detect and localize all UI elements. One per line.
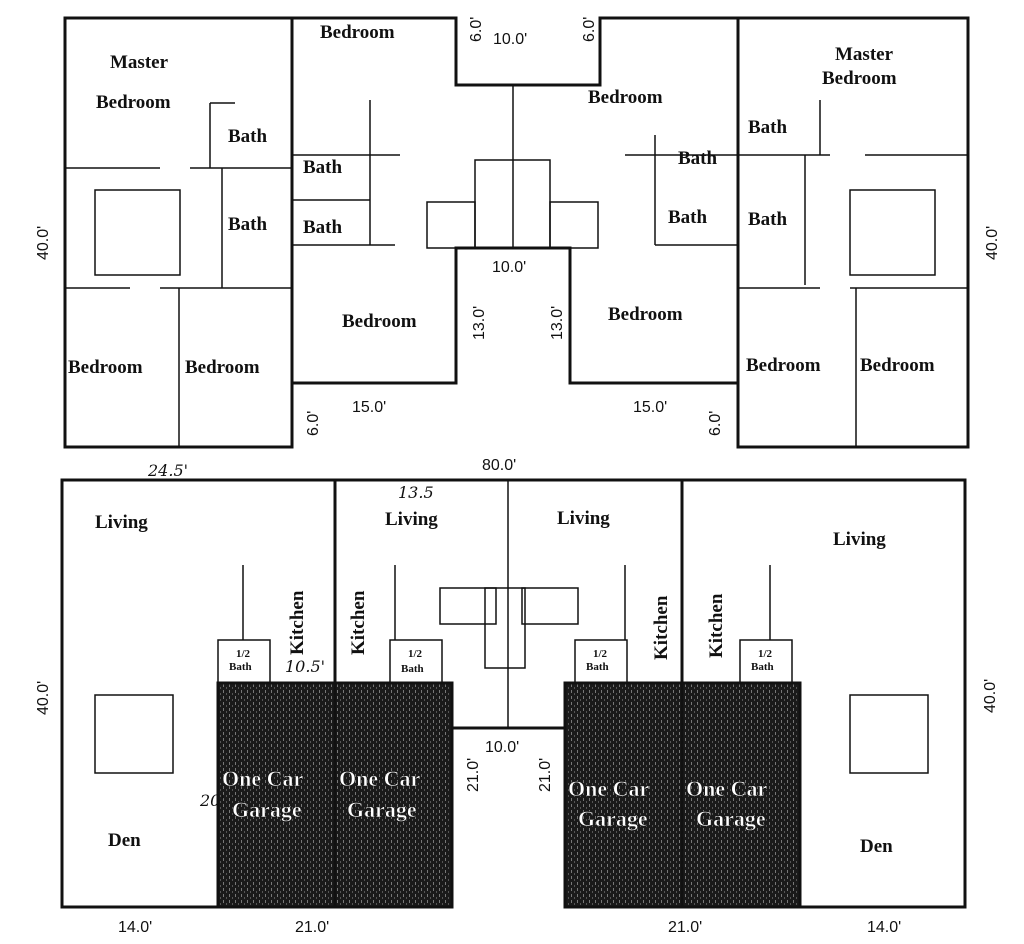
room-label: Bath: [228, 214, 268, 235]
dimension-label: 13.0': [471, 306, 488, 340]
room-label: Bedroom: [860, 355, 935, 376]
upper-room-labels: Master Bedroom Bedroom Bedroom Master Be…: [68, 22, 935, 378]
upper-dimensions: 6.0' 10.0' 6.0' 40.0' 40.0' 10.0' 13.0' …: [35, 17, 1001, 436]
half-bath-label: Bath: [401, 663, 424, 675]
room-label: Bath: [748, 117, 788, 138]
room-label: Bath: [748, 209, 788, 230]
room-label: Living: [385, 509, 438, 530]
room-label: Living: [557, 508, 610, 529]
garage-label: Garage: [347, 797, 417, 822]
room-label: Bath: [303, 157, 343, 178]
room-label: Kitchen: [706, 593, 727, 658]
half-bath-label: 1/2: [758, 648, 773, 660]
half-bath-label: 1/2: [236, 648, 251, 660]
room-label: Living: [95, 512, 148, 533]
room-label: Bedroom: [320, 22, 395, 43]
lower-floor-walls: [60, 478, 967, 909]
garage-label: Garage: [696, 806, 766, 831]
half-bath-label: Bath: [586, 661, 609, 673]
room-label: Bath: [678, 148, 718, 169]
dimension-label: 21.0': [668, 919, 702, 936]
room-label: Bath: [668, 207, 708, 228]
dimension-label: 21.0': [295, 919, 329, 936]
dimension-label: 21.0': [537, 758, 554, 792]
garage-label: One Car: [339, 766, 421, 791]
handwritten-note: 24.5': [147, 461, 188, 480]
room-label: Kitchen: [651, 595, 672, 660]
handwritten-note: 20': [199, 791, 225, 810]
room-label: Bedroom: [342, 311, 417, 332]
handwritten-note: 10.5': [285, 657, 325, 676]
garage-2: [333, 681, 454, 909]
dimension-label: 14.0': [867, 919, 901, 936]
dimension-label: 80.0': [482, 457, 516, 474]
half-bath-label: Bath: [229, 661, 252, 673]
room-label: Kitchen: [348, 590, 369, 655]
garage-1: [216, 681, 337, 909]
room-label: Bedroom: [822, 68, 897, 89]
handwritten-note: 13.5: [398, 483, 434, 502]
dimension-label: 40.0': [984, 226, 1001, 260]
room-label: Living: [833, 529, 886, 550]
room-label: Den: [108, 830, 141, 851]
dimension-label: 10.0': [485, 739, 519, 756]
room-label: Bedroom: [96, 92, 171, 113]
dimension-label: 10.0': [492, 259, 526, 276]
garages: [216, 681, 802, 909]
garage-3: [563, 681, 684, 909]
room-label: Bedroom: [68, 357, 143, 378]
garage-label: Garage: [232, 797, 302, 822]
room-label: Kitchen: [287, 590, 308, 655]
room-label: Bedroom: [746, 355, 821, 376]
dimension-label: 40.0': [35, 226, 52, 260]
garage-label: One Car: [568, 776, 650, 801]
dimension-label: 15.0': [633, 399, 667, 416]
handwritten-notes: 24.5' 13.5 10.5' 20': [147, 461, 434, 810]
garage-4: [680, 681, 802, 909]
garage-label: Garage: [578, 806, 648, 831]
room-label: Bedroom: [588, 87, 663, 108]
room-label: Bedroom: [608, 304, 683, 325]
half-bath-label: 1/2: [408, 648, 423, 660]
upper-floor-walls: [63, 16, 970, 449]
lower-dimensions: 80.0' 40.0' 40.0' 10.0' 21.0' 21.0' 14.0…: [35, 457, 999, 936]
dimension-label: 13.0': [549, 306, 566, 340]
half-bath-label: 1/2: [593, 648, 608, 660]
half-bath-labels: 1/2 Bath 1/2 Bath 1/2 Bath 1/2 Bath: [229, 648, 774, 675]
dimension-label: 6.0': [305, 411, 322, 436]
dimension-label: 6.0': [707, 411, 724, 436]
room-label: Bath: [228, 126, 268, 147]
garage-label: One Car: [222, 766, 304, 791]
room-label: Bedroom: [185, 357, 260, 378]
dimension-label: 40.0': [35, 681, 52, 715]
room-label: Master: [110, 52, 169, 73]
dimension-label: 10.0': [493, 31, 527, 48]
dimension-label: 15.0': [352, 399, 386, 416]
half-bath-label: Bath: [751, 661, 774, 673]
room-label: Bath: [303, 217, 343, 238]
dimension-label: 14.0': [118, 919, 152, 936]
dimension-label: 40.0': [982, 679, 999, 713]
dimension-label: 21.0': [465, 758, 482, 792]
garage-label: One Car: [686, 776, 768, 801]
dimension-label: 6.0': [581, 17, 598, 42]
lower-room-labels: Living Living Living Living Kitchen Kitc…: [95, 508, 893, 857]
room-label: Master: [835, 44, 894, 65]
room-label: Den: [860, 836, 893, 857]
dimension-label: 6.0': [468, 17, 485, 42]
